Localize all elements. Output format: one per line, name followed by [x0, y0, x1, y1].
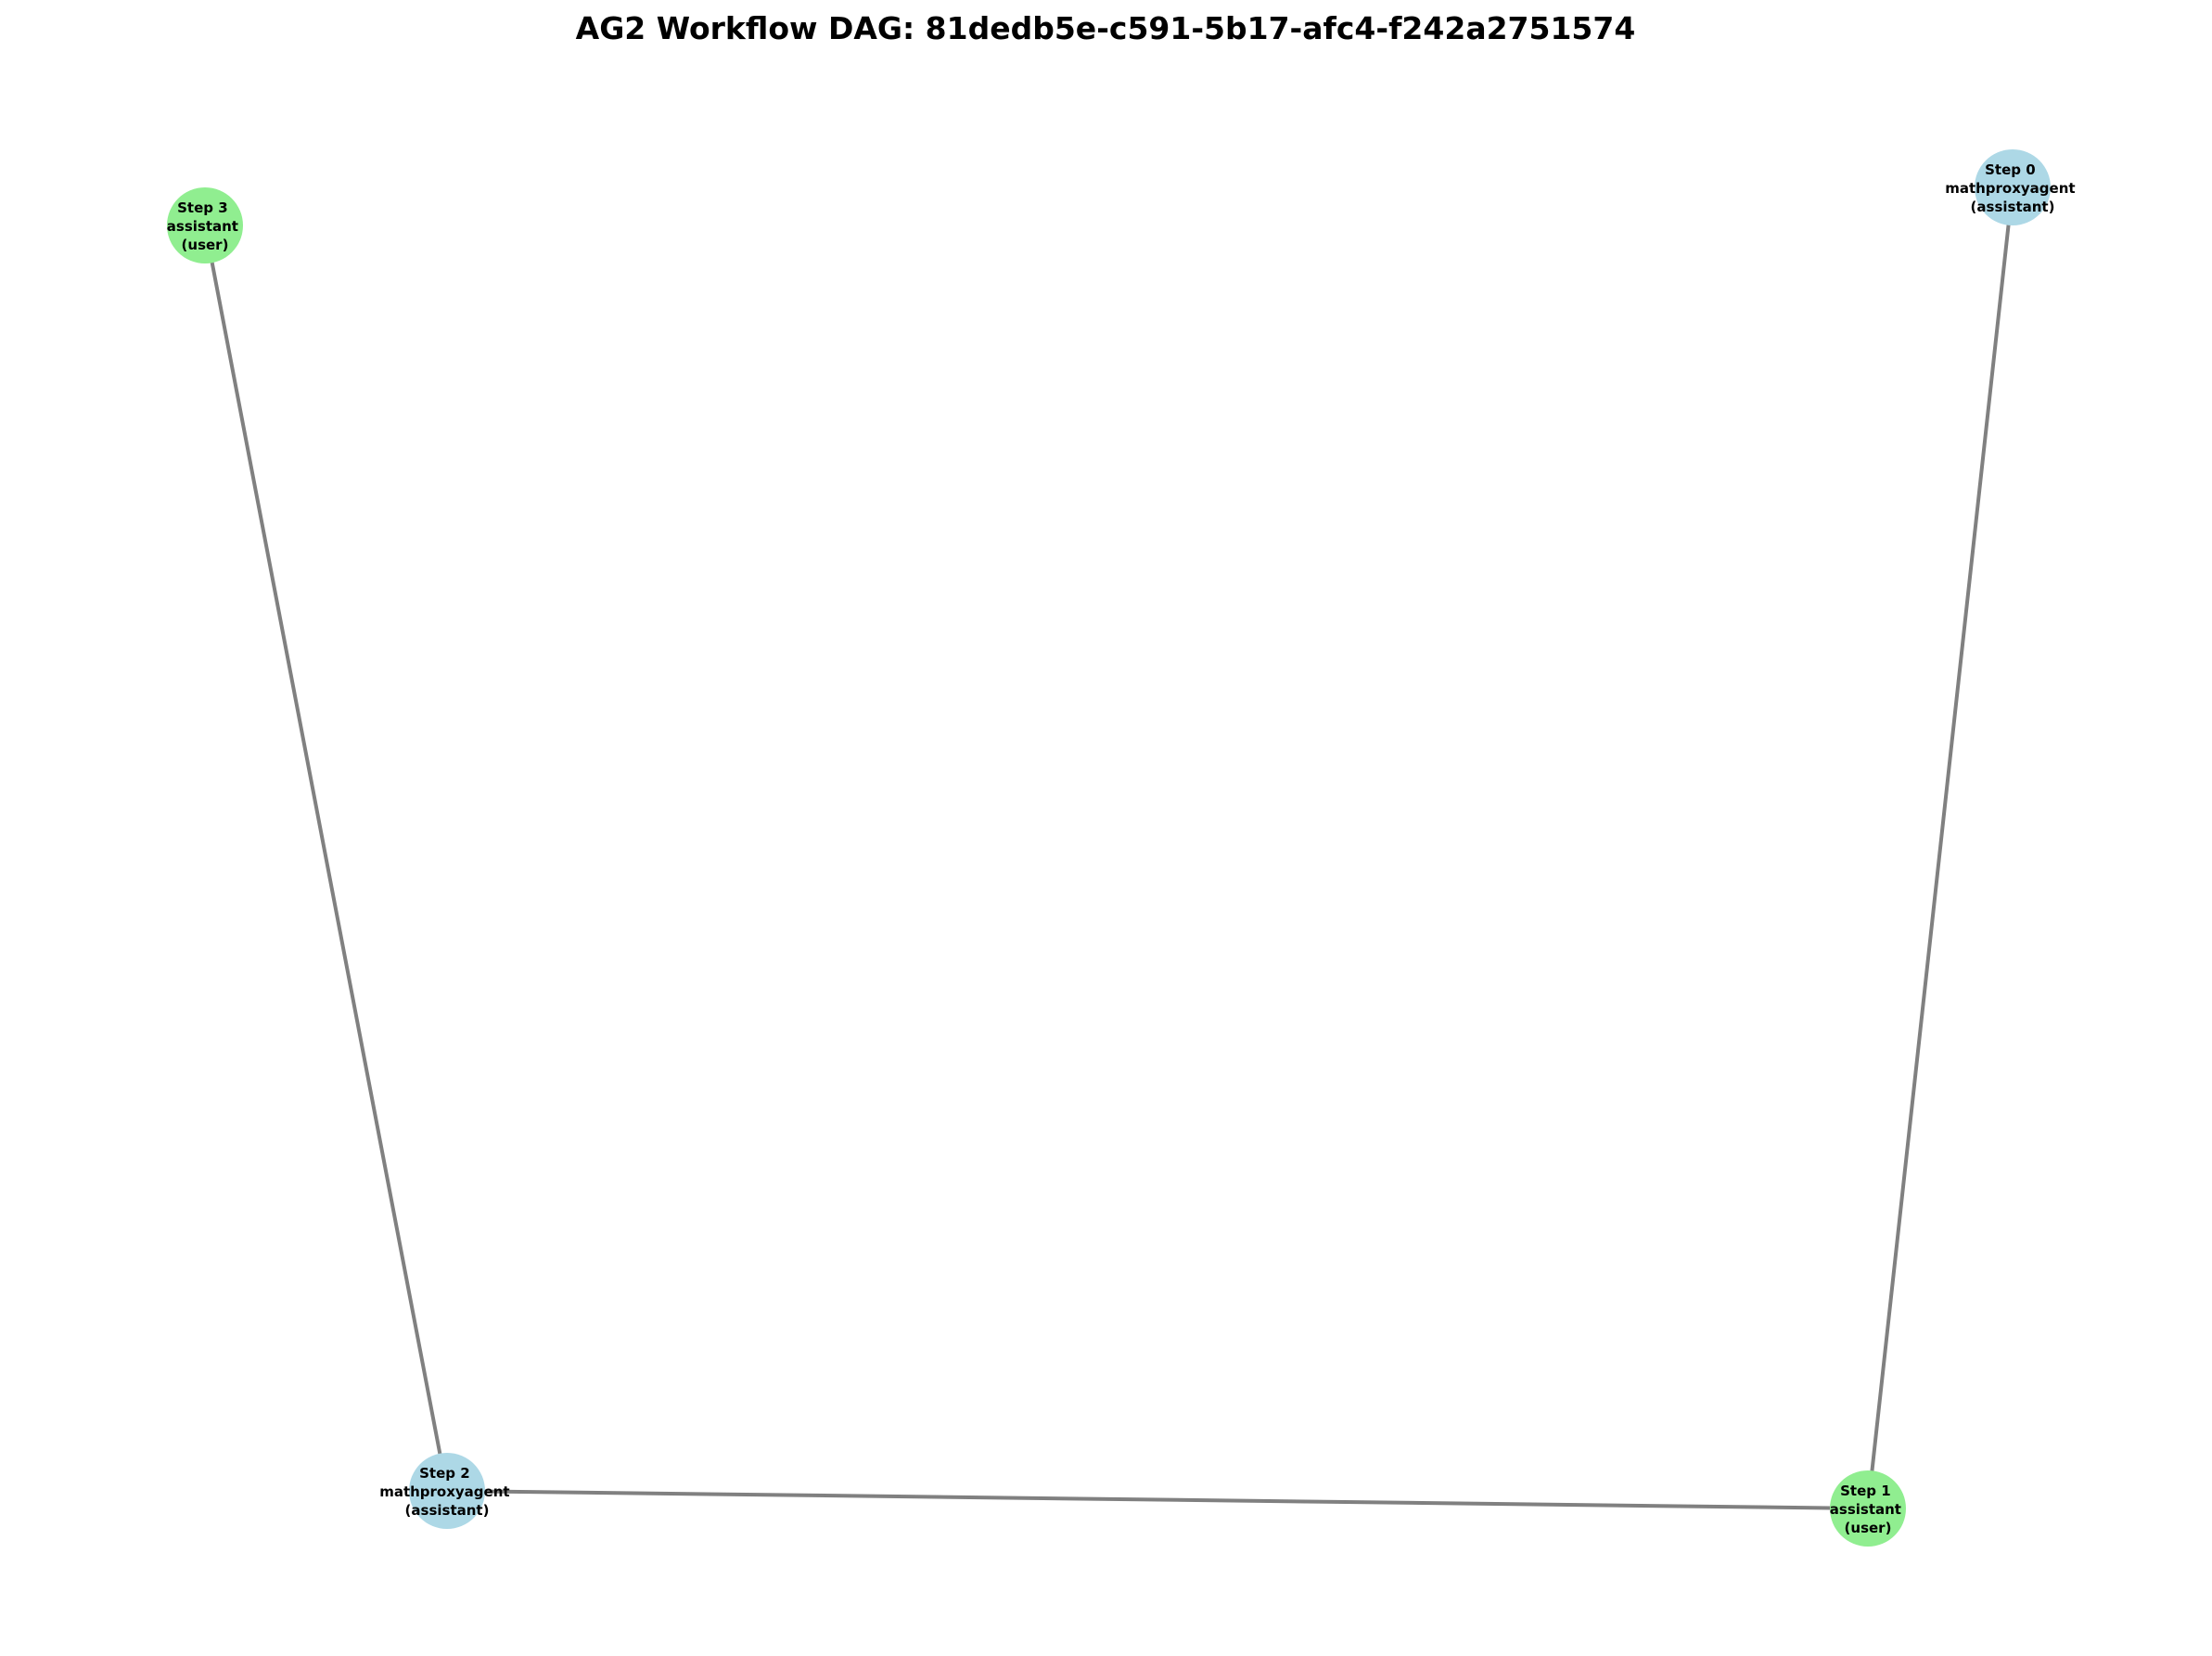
node-step-1-step: Step 1 — [1840, 1483, 1891, 1499]
edge-step1-step2 — [445, 1489, 1870, 1510]
nodes-layer: Step 0 mathproxyagent (assistant) Step 1… — [167, 149, 2080, 1547]
svg-text:Step 1 assistant: Step 1 assistant (user) — [1830, 1483, 1906, 1536]
node-step-3[interactable]: Step 3 assistant (user) — [167, 187, 243, 263]
node-step-2-step: Step 2 — [419, 1465, 470, 1482]
node-step-1-circle — [1830, 1470, 1906, 1547]
node-step-2-agent: mathproxyagent — [379, 1483, 509, 1500]
svg-text:Step 3 assistant: Step 3 assistant (user) — [167, 199, 243, 253]
node-step-3-circle — [167, 187, 243, 263]
node-step-2-circle — [409, 1453, 485, 1529]
node-step-3-agent: assistant — [167, 218, 238, 235]
node-step-2-role: (assistant) — [405, 1502, 490, 1519]
node-step-1-agent: assistant — [1830, 1501, 1901, 1518]
node-step-3-step: Step 3 — [177, 199, 228, 216]
svg-text:Step 0 mathproxyagent: Step 0 mathproxyagent (assistant) — [1945, 161, 2080, 215]
edges-layer — [203, 186, 2014, 1510]
node-step-3-role: (user) — [182, 237, 229, 253]
node-step-2[interactable]: Step 2 mathproxyagent (assistant) — [379, 1453, 515, 1529]
node-step-0-role: (assistant) — [1971, 199, 2055, 215]
edge-step0-step1 — [1866, 186, 2014, 1510]
node-step-0-agent: mathproxyagent — [1945, 180, 2075, 197]
figure-title: AG2 Workflow DAG: 81dedb5e-c591-5b17-afc… — [576, 10, 1636, 46]
node-step-0-step: Step 0 — [1985, 161, 2036, 178]
node-step-0[interactable]: Step 0 mathproxyagent (assistant) — [1945, 149, 2080, 225]
node-step-1[interactable]: Step 1 assistant (user) — [1830, 1470, 1906, 1547]
node-step-1-role: (user) — [1845, 1520, 1892, 1536]
edge-step2-step3 — [203, 224, 449, 1493]
svg-text:Step 2 mathproxyagent: Step 2 mathproxyagent (assistant) — [379, 1465, 515, 1519]
node-step-0-circle — [1975, 149, 2051, 225]
